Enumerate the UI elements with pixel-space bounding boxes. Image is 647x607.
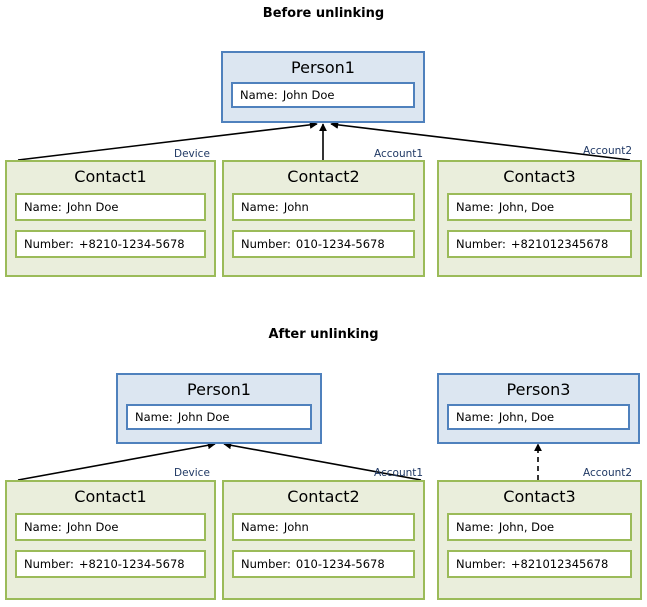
field-label: Name:	[456, 200, 494, 214]
field-value: John	[283, 520, 309, 534]
field-value: John Doe	[66, 520, 119, 534]
field-value: John, Doe	[498, 410, 555, 424]
edge-contact1-person1	[17, 120, 318, 161]
field-label: Name:	[456, 520, 494, 534]
field-value: +821012345678	[510, 237, 609, 251]
edge-label-account2-after: Account2	[583, 467, 633, 479]
entity-person1-before[interactable]: Person1 Name: John Doe	[221, 51, 425, 123]
field-label: Number:	[241, 237, 291, 251]
field-name[interactable]: Name: John Doe	[231, 82, 415, 108]
entity-contact2-after[interactable]: Contact2 Name: John Number: 010-1234-567…	[222, 480, 425, 600]
field-name[interactable]: Name: John, Doe	[447, 404, 630, 430]
field-value: +8210-1234-5678	[78, 237, 185, 251]
field-name[interactable]: Name: John	[232, 193, 415, 221]
field-number[interactable]: Number: 010-1234-5678	[232, 230, 415, 258]
field-value: John	[283, 200, 309, 214]
entity-person3-after[interactable]: Person3 Name: John, Doe	[437, 373, 640, 444]
field-label: Number:	[456, 237, 506, 251]
entity-title: Person1	[291, 58, 355, 77]
field-name[interactable]: Name: John, Doe	[447, 193, 632, 221]
field-label: Name:	[241, 200, 279, 214]
field-label: Name:	[456, 410, 494, 424]
entity-title: Contact1	[74, 487, 147, 506]
field-value: +821012345678	[510, 557, 609, 571]
field-value: John, Doe	[498, 520, 555, 534]
field-label: Number:	[24, 237, 74, 251]
edge-label-account2-before: Account2	[583, 145, 633, 157]
entity-title: Contact3	[503, 167, 576, 186]
entity-contact1-before[interactable]: Contact1 Name: John Doe Number: +8210-12…	[5, 160, 216, 277]
entity-person1-after[interactable]: Person1 Name: John Doe	[116, 373, 322, 444]
field-name[interactable]: Name: John Doe	[15, 513, 206, 541]
field-label: Number:	[24, 557, 74, 571]
field-number[interactable]: Number: +821012345678	[447, 230, 632, 258]
field-label: Name:	[241, 520, 279, 534]
field-label: Name:	[24, 520, 62, 534]
entity-contact3-before[interactable]: Contact3 Name: John, Doe Number: +821012…	[437, 160, 642, 277]
field-value: 010-1234-5678	[295, 557, 385, 571]
field-name[interactable]: Name: John Doe	[15, 193, 206, 221]
field-number[interactable]: Number: +821012345678	[447, 550, 632, 578]
field-value: 010-1234-5678	[295, 237, 385, 251]
field-label: Name:	[135, 410, 173, 424]
field-label: Name:	[240, 88, 278, 102]
field-label: Number:	[241, 557, 291, 571]
section-title-after: After unlinking	[268, 327, 379, 342]
field-value: +8210-1234-5678	[78, 557, 185, 571]
field-number[interactable]: Number: +8210-1234-5678	[15, 550, 206, 578]
section-title-before: Before unlinking	[262, 6, 385, 21]
field-value: John Doe	[282, 88, 335, 102]
field-value: John Doe	[177, 410, 230, 424]
field-value: John Doe	[66, 200, 119, 214]
field-label: Name:	[24, 200, 62, 214]
entity-contact3-after[interactable]: Contact3 Name: John, Doe Number: +821012…	[437, 480, 642, 600]
entity-title: Contact3	[503, 487, 576, 506]
edge-label-device-after: Device	[174, 467, 210, 479]
entity-contact2-before[interactable]: Contact2 Name: John Number: 010-1234-567…	[222, 160, 425, 277]
edge-label-account1-before: Account1	[374, 148, 424, 160]
field-value: John, Doe	[498, 200, 555, 214]
field-label: Number:	[456, 557, 506, 571]
edge-label-account1-after: Account1	[374, 467, 424, 479]
edge-label-device-before: Device	[174, 148, 210, 160]
field-name[interactable]: Name: John, Doe	[447, 513, 632, 541]
field-name[interactable]: Name: John Doe	[126, 404, 312, 430]
field-number[interactable]: Number: +8210-1234-5678	[15, 230, 206, 258]
entity-contact1-after[interactable]: Contact1 Name: John Doe Number: +8210-12…	[5, 480, 216, 600]
entity-title: Person3	[506, 380, 571, 399]
field-number[interactable]: Number: 010-1234-5678	[232, 550, 415, 578]
entity-title: Contact2	[287, 167, 360, 186]
entity-title: Contact1	[74, 167, 147, 186]
entity-title: Person1	[187, 380, 251, 399]
field-name[interactable]: Name: John	[232, 513, 415, 541]
entity-title: Contact2	[287, 487, 360, 506]
